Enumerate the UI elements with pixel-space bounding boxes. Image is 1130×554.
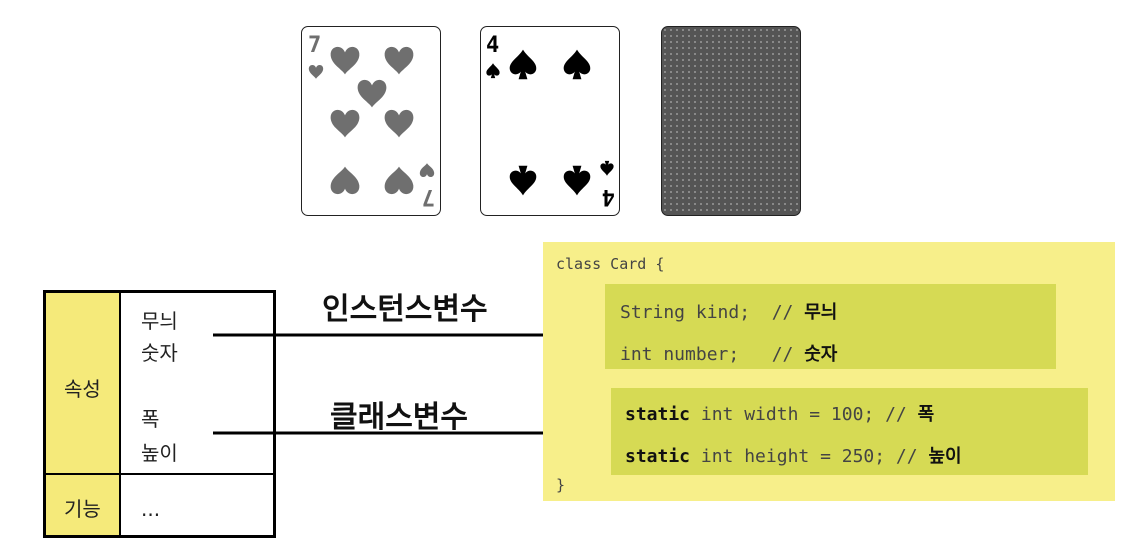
attribute-body-cell: 무늬 숫자 폭 높이	[121, 293, 273, 473]
code-number-comment: 숫자	[804, 344, 838, 365]
attribute-header-cell: 속성	[46, 293, 121, 473]
code-height-comment: 높이	[928, 446, 962, 467]
attr-item-number: 숫자	[141, 341, 178, 365]
code-kind-comment: 무늬	[804, 302, 838, 323]
code-static-keyword: static	[625, 404, 691, 425]
class-variable-label: 클래스변수	[330, 400, 468, 435]
code-height-text: int height = 250; //	[690, 446, 929, 467]
code-static-keyword: static	[625, 446, 691, 467]
hearts-card-face: 7 7	[308, 33, 435, 209]
attribute-table: 속성 무늬 숫자 폭 높이 기능 ...	[43, 290, 276, 538]
code-kind-text: String kind; //	[620, 302, 805, 323]
function-header-cell: 기능	[46, 473, 121, 535]
spades-card-face: 4 4	[486, 33, 615, 209]
code-width-text: int width = 100; //	[690, 404, 918, 425]
code-class-open: class Card {	[556, 255, 665, 273]
code-number-text: int number; //	[620, 344, 805, 365]
code-line-width: static int width = 100; // 폭	[625, 400, 934, 426]
code-class-close: }	[556, 476, 566, 494]
attribute-header-label: 속성	[64, 377, 101, 401]
attr-item-width: 폭	[141, 407, 160, 431]
corner-rank-bottom: 4	[602, 184, 615, 209]
corner-rank-top: 4	[486, 33, 499, 58]
attr-item-height: 높이	[141, 441, 178, 465]
function-header-label: 기능	[64, 497, 101, 521]
corner-rank-top: 7	[308, 33, 321, 58]
attr-item-suit: 무늬	[141, 309, 178, 333]
card-four-of-spades: 4 4	[480, 26, 620, 216]
code-line-height: static int height = 250; // 높이	[625, 442, 962, 468]
class-variables-highlight	[611, 388, 1088, 475]
code-line-number: int number; // 숫자	[620, 340, 837, 366]
code-width-comment: 폭	[917, 404, 935, 425]
instance-variables-highlight	[605, 284, 1056, 369]
card-back	[661, 26, 801, 216]
function-body-cell: ...	[121, 473, 273, 535]
card-seven-of-hearts: 7 7	[301, 26, 441, 216]
code-line-kind: String kind; // 무늬	[620, 298, 837, 324]
corner-rank-bottom: 7	[422, 184, 435, 209]
function-body-text: ...	[141, 497, 161, 521]
instance-variable-label: 인스턴스변수	[322, 292, 488, 327]
